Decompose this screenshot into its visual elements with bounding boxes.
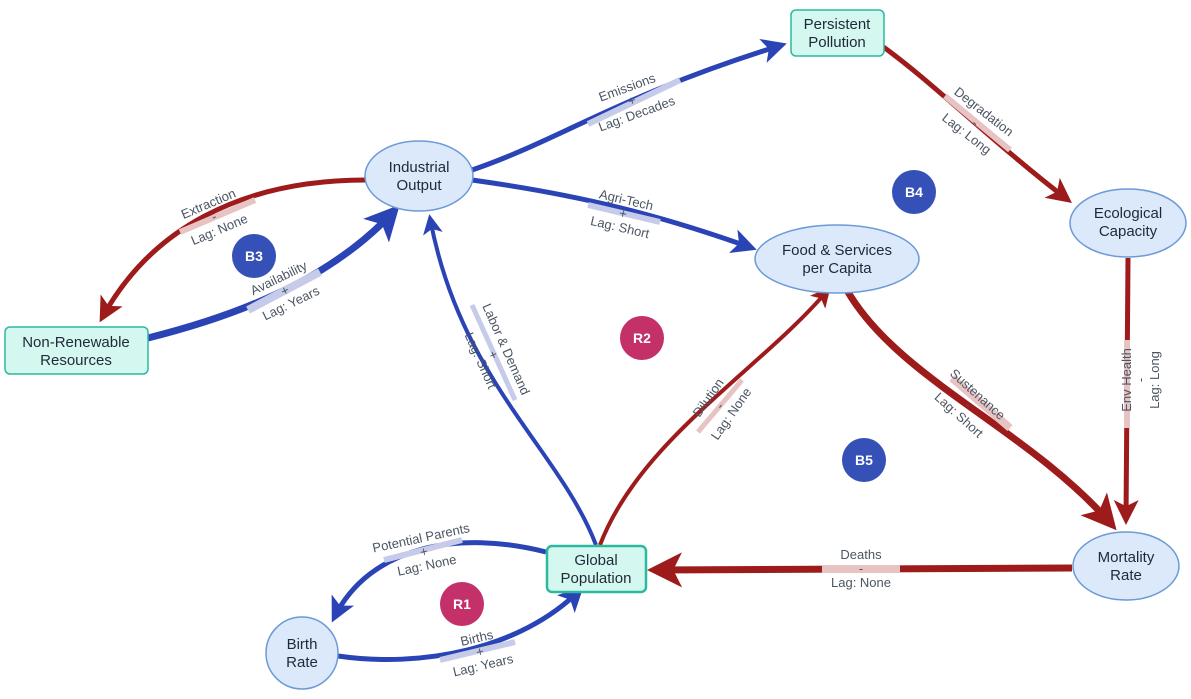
node-mortality-rate-line1: Mortality: [1098, 549, 1155, 566]
node-non-renewable-line1: Non-Renewable: [22, 334, 130, 351]
edge-potential-parents-band: [383, 537, 463, 563]
node-persistent-pollution[interactable]: Persistent Pollution: [790, 9, 885, 57]
edge-agri-tech-sign: +: [618, 205, 629, 221]
node-non-renewable-line2: Resources: [40, 352, 112, 369]
edge-births-band: [439, 639, 516, 663]
loop-r2-label: R2: [633, 330, 651, 346]
edge-env-health: Env Health - Lag: Long: [1113, 257, 1162, 525]
loop-r1-label: R1: [453, 596, 471, 612]
edge-dilution-line: [598, 286, 831, 546]
edge-potential-parents: Potential Parents + Lag: None: [331, 520, 547, 623]
edge-deaths-lag: Lag: None: [831, 575, 891, 590]
node-ecological-capacity[interactable]: Ecological Capacity: [1069, 188, 1187, 258]
edge-env-health-lag: Lag: Long: [1147, 351, 1162, 409]
node-food-services-line1: Food & Services: [782, 242, 892, 259]
loop-marker-b5: B5: [842, 438, 886, 482]
edge-labor-demand-line: [423, 214, 598, 546]
node-global-population-line2: Population: [561, 570, 632, 587]
node-industrial-output-line1: Industrial: [389, 159, 450, 176]
node-food-services-line2: per Capita: [802, 260, 872, 277]
edge-potential-parents-sign: +: [419, 543, 430, 559]
loop-marker-r1: R1: [440, 582, 484, 626]
edge-dilution-band: [696, 378, 744, 434]
node-industrial-output-line2: Output: [396, 177, 442, 194]
edge-deaths: Deaths - Lag: None: [647, 547, 1073, 590]
node-global-population-line1: Global: [574, 552, 617, 569]
node-persistent-pollution-line1: Persistent: [804, 16, 872, 33]
edge-extraction-band: [178, 197, 257, 235]
edge-emissions-line: [471, 38, 787, 173]
node-global-population[interactable]: Global Population: [545, 544, 648, 594]
node-non-renewable-resources[interactable]: Non-Renewable Resources: [4, 326, 149, 375]
edge-agri-tech: Agri-Tech + Lag: Short: [471, 177, 757, 254]
edge-env-health-sign: -: [1133, 378, 1148, 382]
edge-extraction-sign: -: [209, 209, 219, 225]
node-persistent-pollution-line2: Pollution: [808, 34, 866, 51]
edge-availability-band: [246, 268, 322, 314]
edge-agri-tech-band: [587, 202, 661, 225]
loop-b5-label: B5: [855, 452, 873, 468]
edge-sustenance-line: [844, 290, 1117, 531]
loop-b3-label: B3: [245, 248, 263, 264]
edge-deaths-sign: -: [859, 561, 863, 576]
edge-emissions: Emissions + Lag: Decades: [471, 38, 787, 173]
loop-marker-b3: B3: [232, 234, 276, 278]
edge-labor-demand-band: [469, 303, 518, 402]
edge-births-label: Births: [459, 627, 495, 649]
node-ecological-capacity-line2: Capacity: [1099, 223, 1158, 240]
edge-dilution-label: Dilution: [690, 376, 727, 420]
node-birth-rate[interactable]: Birth Rate: [265, 616, 339, 690]
edge-births-line: [337, 586, 584, 662]
edge-sustenance-band: [949, 374, 1013, 432]
node-food-services[interactable]: Food & Services per Capita: [754, 224, 920, 294]
edge-degradation-band: [943, 93, 1012, 153]
edge-births-sign: +: [475, 643, 486, 659]
edge-extraction-line: [99, 177, 367, 323]
node-mortality-rate-line2: Rate: [1110, 567, 1142, 584]
edge-sustenance: Sustenance - Lag: Short: [844, 290, 1117, 531]
node-birth-rate-line1: Birth: [287, 636, 318, 653]
edge-labor-demand: Labor & Demand + Lag: Short: [423, 214, 598, 546]
node-birth-rate-line2: Rate: [286, 654, 318, 671]
loop-marker-b4: B4: [892, 170, 936, 214]
edge-deaths-label: Deaths: [840, 547, 882, 562]
node-ecological-capacity-line1: Ecological: [1094, 205, 1162, 222]
edge-env-health-label: Env Health: [1119, 348, 1134, 412]
node-industrial-output[interactable]: Industrial Output: [364, 140, 474, 212]
loop-b4-label: B4: [905, 184, 923, 200]
node-mortality-rate[interactable]: Mortality Rate: [1072, 531, 1180, 601]
loop-marker-r2: R2: [620, 316, 664, 360]
edge-agri-tech-line: [471, 177, 757, 254]
edge-emissions-band: [586, 77, 682, 127]
